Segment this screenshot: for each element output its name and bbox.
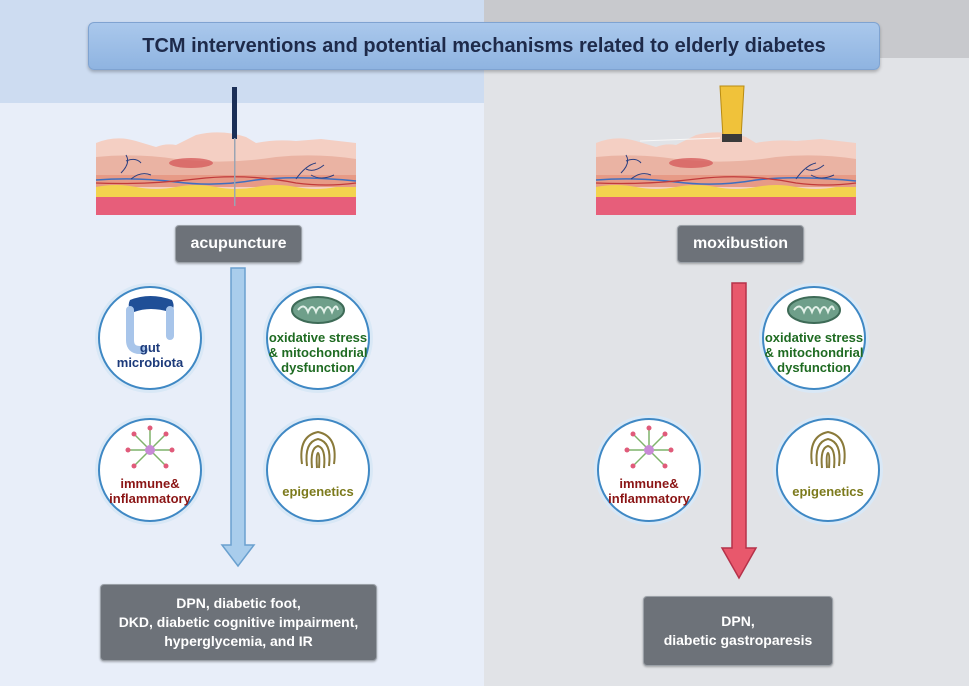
mechanism-oxidative-stress: oxidative stress & mitochondrial dysfunc… xyxy=(266,286,370,390)
moxa-burning-tip xyxy=(722,134,742,142)
mechanism-label: immune& inflammatory xyxy=(608,476,690,506)
intervention-acupuncture: acupuncture xyxy=(175,225,302,263)
outcomes-moxibustion: DPN, diabetic gastroparesis xyxy=(643,596,833,666)
fingerprint-icon xyxy=(810,430,846,469)
immune-cell-icon xyxy=(624,425,674,469)
mechanism-label: epigenetics xyxy=(792,484,864,499)
needle-handle xyxy=(232,87,237,139)
title-banner: TCM interventions and potential mechanis… xyxy=(88,22,880,70)
mechanism-immune-inflammatory-right: immune& inflammatory xyxy=(597,418,701,522)
mechanism-label: immune& inflammatory xyxy=(109,476,191,506)
mechanism-label: oxidative stress & mitochondrial dysfunc… xyxy=(268,330,368,375)
mechanism-epigenetics: epigenetics xyxy=(266,418,370,522)
moxa-stick-icon xyxy=(719,85,745,139)
mitochondria-icon xyxy=(787,296,841,324)
fingerprint-icon xyxy=(300,430,336,469)
intestine-icon xyxy=(126,296,174,354)
skin-section-right xyxy=(595,131,857,216)
mechanism-label: gut microbiota xyxy=(116,340,184,370)
skin-section-left xyxy=(95,131,357,216)
mechanism-immune-inflammatory: immune& inflammatory xyxy=(98,418,202,522)
outcomes-acupuncture: DPN, diabetic foot, DKD, diabetic cognit… xyxy=(100,584,377,661)
mechanism-label: epigenetics xyxy=(282,484,354,499)
intervention-label: moxibustion xyxy=(692,235,789,252)
mitochondria-icon xyxy=(291,296,345,324)
diagram-title: TCM interventions and potential mechanis… xyxy=(142,34,826,57)
arrow-down-right xyxy=(720,282,758,580)
arrow-down-left xyxy=(220,267,256,568)
needle-shaft xyxy=(234,138,236,206)
immune-cell-icon xyxy=(125,425,175,469)
mechanism-epigenetics-right: epigenetics xyxy=(776,418,880,522)
intervention-moxibustion: moxibustion xyxy=(677,225,804,263)
intervention-label: acupuncture xyxy=(190,235,287,252)
mechanism-label: oxidative stress & mitochondrial dysfunc… xyxy=(764,330,864,375)
mechanism-gut-microbiota: gut microbiota xyxy=(98,286,202,390)
mechanism-oxidative-stress-right: oxidative stress & mitochondrial dysfunc… xyxy=(762,286,866,390)
